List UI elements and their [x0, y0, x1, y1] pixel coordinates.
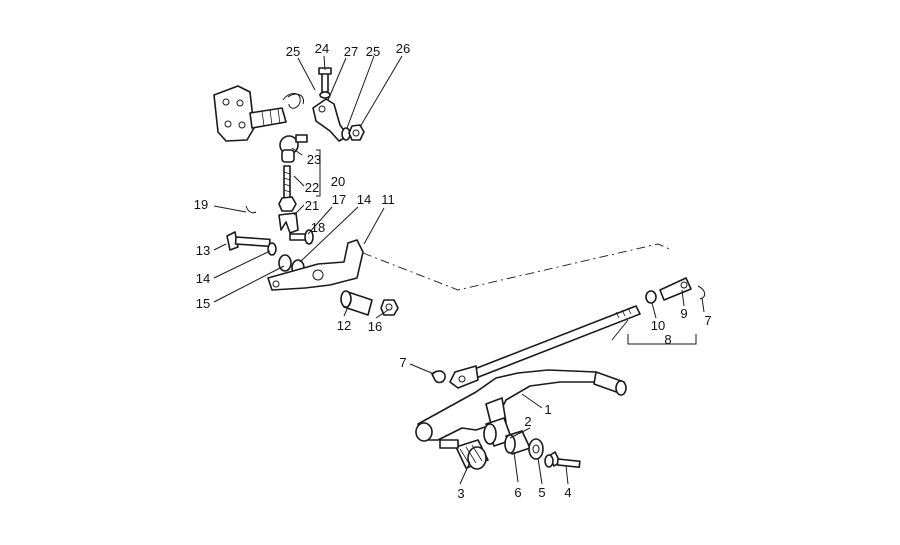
callout-27: 27	[344, 44, 358, 59]
callout-21: 21	[305, 198, 319, 213]
callout-5: 5	[538, 485, 545, 500]
nut-10	[645, 290, 657, 304]
callout-23: 23	[307, 152, 321, 167]
washer-25-upper	[319, 91, 331, 99]
callout-15: 15	[196, 296, 210, 311]
callout-20: 20	[331, 174, 345, 189]
callout-2: 2	[524, 414, 531, 429]
bolt-24	[318, 67, 332, 93]
callout-1: 1	[544, 402, 551, 417]
callout-25a: 25	[286, 44, 300, 59]
callout-22: 22	[305, 180, 319, 195]
pedal-pin	[439, 439, 459, 449]
callout-10: 10	[651, 318, 665, 333]
bushing-15	[278, 254, 292, 272]
callout-14a: 14	[196, 271, 210, 286]
bell-crank-lever-11	[267, 239, 364, 291]
callout-17: 17	[332, 192, 346, 207]
selector-shaft-assembly	[213, 85, 305, 142]
clip-19	[245, 205, 257, 214]
clip-7-lower	[431, 370, 446, 384]
nut-22	[278, 196, 297, 212]
washer-5	[528, 438, 544, 460]
callout-16: 16	[368, 319, 382, 334]
shift-pedal-lever-1	[415, 369, 627, 442]
callout-7a: 7	[399, 355, 406, 370]
callout-9: 9	[680, 306, 687, 321]
callout-11: 11	[381, 192, 395, 207]
callout-4: 4	[564, 485, 571, 500]
callout-8: 8	[664, 332, 671, 347]
leader-lines	[213, 55, 705, 485]
threaded-rod-20	[283, 165, 291, 199]
callout-3: 3	[457, 486, 464, 501]
nut-26	[348, 124, 365, 141]
callout-7b: 7	[704, 313, 711, 328]
assembly-line-linkage	[362, 243, 673, 291]
linkage-rod	[449, 305, 641, 389]
clevis-21	[278, 212, 299, 234]
pin-18	[289, 229, 314, 245]
pedal-rubber-3	[455, 439, 489, 470]
callout-26: 26	[396, 41, 410, 56]
callout-19: 19	[194, 197, 208, 212]
callout-labels: 25 24 27 25 26 23 20 22 21 19 17 14 11 1…	[194, 41, 712, 501]
callout-6: 6	[514, 485, 521, 500]
callout-12: 12	[337, 318, 351, 333]
callout-25b: 25	[366, 44, 380, 59]
callout-18: 18	[311, 220, 325, 235]
spacer-12	[340, 290, 373, 316]
washer-14-left	[267, 242, 277, 256]
rod-end-9	[659, 277, 692, 301]
washer-4	[544, 454, 554, 468]
callout-14b: 14	[357, 192, 371, 207]
callout-13: 13	[196, 243, 210, 258]
callout-24: 24	[315, 41, 329, 56]
clip-7-right	[697, 285, 706, 300]
bolt-13	[226, 231, 271, 251]
